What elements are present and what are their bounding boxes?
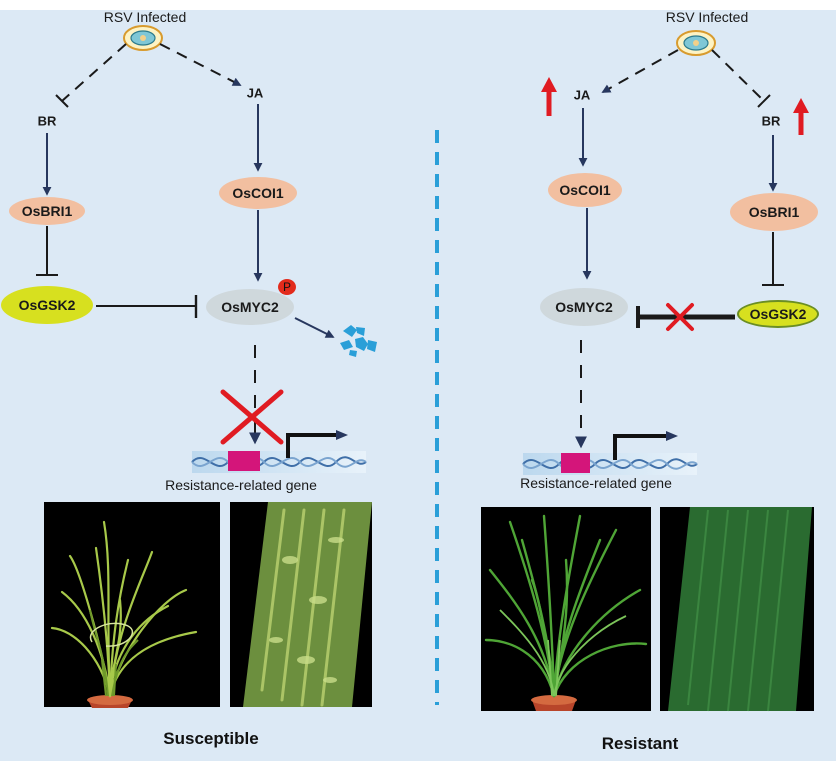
rsv-infected-label-right: RSV Infected <box>665 9 749 25</box>
osmyc2-node-left: OsMYC2 <box>206 289 294 325</box>
virus-icon-right <box>676 30 716 56</box>
osbri1-label-left: OsBRI1 <box>21 203 73 219</box>
plant-photo-resistant <box>481 507 651 711</box>
arrow-osmyc2-degradation <box>294 317 335 338</box>
degradation-icon <box>340 325 377 357</box>
gene-label-left: Resistance-related gene <box>165 477 317 493</box>
osbri1-label-right: OsBRI1 <box>748 204 800 220</box>
osgsk2-label-left: OsGSK2 <box>18 297 76 313</box>
plant-photo-susceptible <box>44 502 220 708</box>
top-margin <box>0 0 836 10</box>
ja-label-right: JA <box>573 87 591 103</box>
inhibition-cross <box>220 389 284 445</box>
osmyc2-label-left: OsMYC2 <box>221 299 279 315</box>
osbri1-node-right: OsBRI1 <box>730 193 818 231</box>
phosphorylation-badge: P <box>278 279 296 295</box>
oscoi1-label-left: OsCOI1 <box>232 185 284 201</box>
virus-icon-left <box>123 25 163 51</box>
osmyc2-node-right: OsMYC2 <box>540 288 628 326</box>
up-arrow-ja <box>541 77 557 116</box>
br-label-right: BR <box>761 113 781 129</box>
inhibit-bar-rsv-br-left <box>55 94 69 108</box>
promoter-box-left <box>228 451 260 471</box>
gene-label-right: Resistance-related gene <box>520 475 672 491</box>
osgsk2-label-right: OsGSK2 <box>749 306 807 322</box>
osgsk2-node-right: OsGSK2 <box>737 300 819 328</box>
tss-arrow-left <box>286 433 340 458</box>
inhibit-rsv-br-left <box>61 43 127 102</box>
leaf-photo-susceptible <box>230 502 372 707</box>
blocked-cross <box>666 303 694 331</box>
up-arrow-br <box>793 98 809 135</box>
dna-strand-left <box>191 430 367 473</box>
promoter-box-right <box>561 453 590 473</box>
inhibit-rsv-br-right <box>711 49 765 102</box>
osgsk2-node-left: OsGSK2 <box>1 286 93 324</box>
oscoi1-node-left: OsCOI1 <box>219 177 297 209</box>
ja-label-left: JA <box>246 85 264 101</box>
phospho-label: P <box>282 280 291 294</box>
leaf-photo-resistant <box>660 507 814 712</box>
arrow-rsv-ja-right <box>601 49 679 93</box>
br-label-left: BR <box>37 113 57 129</box>
oscoi1-label-right: OsCOI1 <box>559 182 611 198</box>
rsv-infected-label-left: RSV Infected <box>103 9 187 25</box>
dna-strand-right <box>522 431 698 475</box>
arrow-rsv-ja-left <box>159 43 242 86</box>
osbri1-node-left: OsBRI1 <box>9 197 85 225</box>
oscoi1-node-right: OsCOI1 <box>548 173 622 207</box>
caption-resistant: Resistant <box>601 734 679 753</box>
osmyc2-label-right: OsMYC2 <box>555 299 613 315</box>
tss-arrow-right <box>613 434 670 460</box>
caption-susceptible: Susceptible <box>163 729 259 748</box>
